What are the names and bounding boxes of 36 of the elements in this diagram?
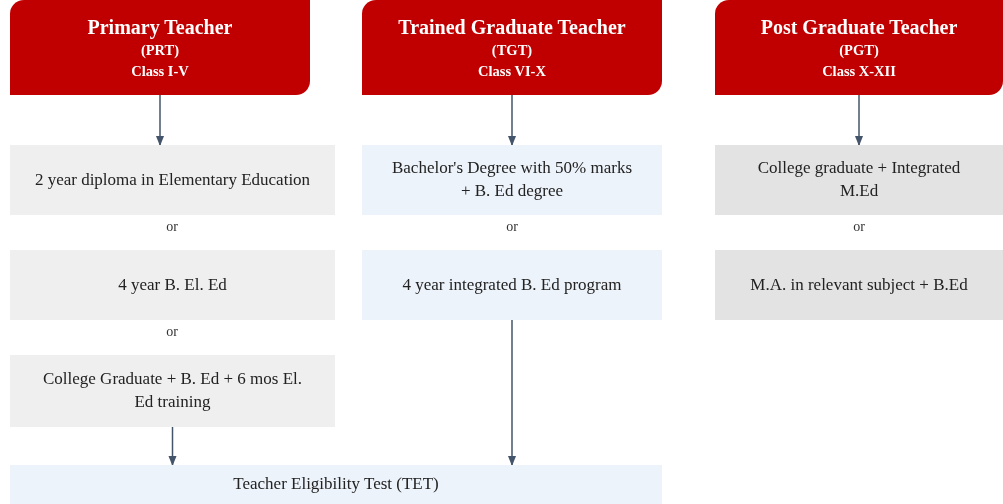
qualification-box xyxy=(362,145,662,215)
header-text: (TGT) xyxy=(491,41,533,61)
arrow xyxy=(854,94,864,147)
arrow xyxy=(155,94,165,147)
or-label: or xyxy=(852,219,866,235)
box-text: 2 year diploma in Elementary Education xyxy=(34,168,311,191)
box-text: College Graduate + B. Ed + 6 mos El. Ed training xyxy=(42,368,303,413)
header-text: Primary Teacher xyxy=(87,15,233,41)
header-text: (PRT) xyxy=(140,41,180,61)
header-text: Post Graduate Teacher xyxy=(760,15,958,41)
arrow xyxy=(507,319,517,467)
arrow xyxy=(168,426,177,467)
qualification-box xyxy=(10,465,662,504)
role-header xyxy=(10,0,310,95)
header-text: (PGT) xyxy=(839,41,879,61)
or-label: or xyxy=(505,219,519,235)
box-text: 4 year B. El. Ed xyxy=(118,273,227,296)
box-text: M.A. in relevant subject + B.Ed xyxy=(750,273,968,296)
arrow xyxy=(507,94,517,147)
header-text: Trained Graduate Teacher xyxy=(398,15,626,41)
qualification-box xyxy=(715,145,1003,215)
header-text: Class X-XII xyxy=(822,61,896,81)
qualification-box xyxy=(10,145,335,215)
role-header xyxy=(715,0,1003,95)
box-text: Teacher Eligibility Test (TET) xyxy=(233,473,439,496)
box-text: 4 year integrated B. Ed program xyxy=(402,273,622,296)
qualification-box xyxy=(10,355,335,427)
role-header xyxy=(362,0,662,95)
qualification-box xyxy=(362,250,662,320)
header-text: Class VI-X xyxy=(478,61,546,81)
box-text: Bachelor's Degree with 50% marks + B. Ed degree xyxy=(390,157,633,202)
box-text: College graduate + Integrated M.Ed xyxy=(756,157,962,202)
qualification-box xyxy=(715,250,1003,320)
header-text: Class I-V xyxy=(131,61,189,81)
or-label: or xyxy=(165,324,179,340)
or-label: or xyxy=(165,219,179,235)
